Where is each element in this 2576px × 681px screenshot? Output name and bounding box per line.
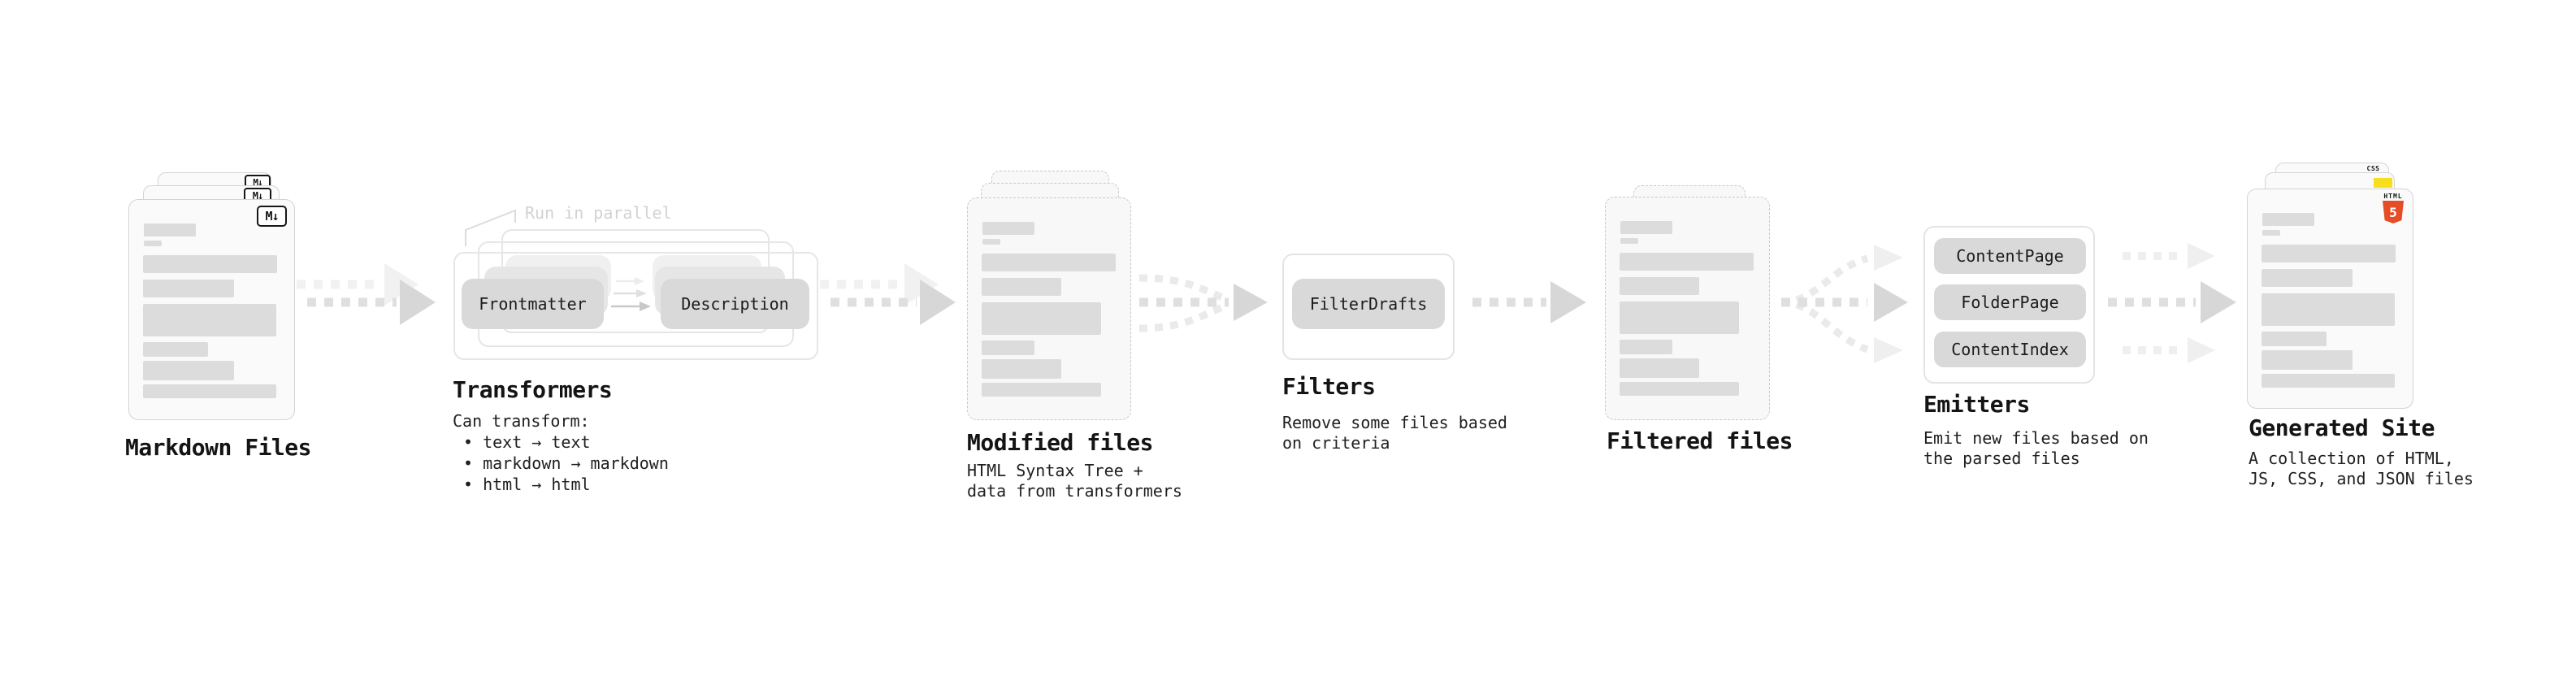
filtered-doc-front: [1605, 197, 1770, 420]
note-line: data from transformers: [967, 481, 1182, 501]
js-badge-icon: [2374, 178, 2392, 188]
text-line-placeholder: [2262, 269, 2353, 287]
generated-site-label: Generated Site: [2249, 414, 2435, 441]
note-line: • text → text: [463, 432, 591, 452]
text-line-placeholder: [982, 359, 1061, 379]
css-badge-text: CSS: [2366, 165, 2380, 172]
note-line: Can transform:: [453, 411, 590, 431]
description-pill: Description: [661, 279, 809, 329]
run-in-parallel-annotation: Run in parallel: [525, 203, 672, 223]
text-line-placeholder: [2262, 374, 2395, 388]
note-line: the parsed files: [1923, 449, 2080, 468]
filtered-files-label: Filtered files: [1607, 427, 1793, 454]
note-line: Emit new files based on: [1923, 428, 2149, 448]
html5-word: HTML: [2383, 193, 2403, 200]
note-line: Remove some files based: [1282, 413, 1507, 432]
text-line-placeholder: [982, 302, 1101, 335]
filterdrafts-pill: FilterDrafts: [1292, 279, 1445, 329]
text-line-placeholder: [1620, 358, 1699, 378]
contentindex-pill: ContentIndex: [1934, 332, 2086, 367]
text-line-placeholder: [1620, 221, 1672, 234]
note-line: HTML Syntax Tree +: [967, 461, 1143, 480]
text-line-placeholder: [982, 278, 1061, 296]
arrow-modified-to-filters: [1138, 274, 1268, 332]
text-line-placeholder: [144, 241, 162, 246]
markdown-files-label: Markdown Files: [125, 434, 312, 461]
text-line-placeholder: [1620, 340, 1672, 354]
transformer-step-arrows: [611, 277, 651, 311]
note-line: JS, CSS, and JSON files: [2249, 469, 2474, 488]
modified-files-label: Modified files: [967, 429, 1154, 456]
arrow-emitters-to-generated: [2108, 243, 2236, 363]
text-line-placeholder: [982, 383, 1101, 397]
text-line-placeholder: [1620, 301, 1739, 334]
text-line-placeholder: [2262, 213, 2314, 226]
text-line-placeholder: [2262, 332, 2327, 346]
html5-shield-icon: HTML 5: [2381, 193, 2405, 223]
text-line-placeholder: [1620, 253, 1754, 271]
text-line-placeholder: [1620, 277, 1699, 295]
generated-site-notes: A collection of HTML, JS, CSS, and JSON …: [2249, 449, 2474, 489]
filters-notes: Remove some files based on criteria: [1282, 413, 1507, 453]
note-line: on criteria: [1282, 433, 1390, 453]
text-line-placeholder: [982, 340, 1034, 355]
arrow-transformers-to-modified: [820, 263, 956, 325]
generated-doc-front: HTML 5: [2247, 189, 2413, 409]
html5-shield: 5: [2383, 201, 2404, 223]
contentpage-pill: ContentPage: [1934, 238, 2086, 274]
html5-number: 5: [2389, 204, 2397, 220]
text-line-placeholder: [143, 304, 276, 336]
transformers-label: Transformers: [453, 376, 613, 403]
transformer-box-front: [453, 252, 818, 360]
text-line-placeholder: [143, 384, 276, 398]
emitters-label: Emitters: [1923, 391, 2030, 418]
text-line-placeholder: [143, 361, 234, 380]
run-in-parallel-leader-line: [465, 209, 516, 246]
arrow-filtered-to-emitters: [1780, 245, 1908, 363]
arrow-markdown-to-transformers: [297, 263, 436, 325]
text-line-placeholder: [143, 342, 208, 357]
text-line-placeholder: [2262, 293, 2395, 326]
note-line: A collection of HTML,: [2249, 449, 2454, 468]
text-line-placeholder: [143, 255, 277, 273]
filters-label: Filters: [1282, 373, 1376, 400]
frontmatter-pill: Frontmatter: [462, 279, 604, 329]
note-line: • html → html: [463, 475, 591, 494]
modified-files-notes: HTML Syntax Tree + data from transformer…: [967, 461, 1182, 501]
markdown-doc-front: M↓: [128, 199, 295, 420]
folderpage-pill: FolderPage: [1934, 284, 2086, 320]
modified-doc-front: [967, 197, 1131, 420]
text-line-placeholder: [982, 222, 1034, 235]
note-line: • markdown → markdown: [463, 453, 669, 473]
text-line-placeholder: [1620, 382, 1739, 396]
arrow-filters-to-filtered: [1472, 281, 1586, 323]
transformers-notes: Can transform: • text → text • markdown …: [453, 410, 669, 495]
text-line-placeholder: [144, 223, 196, 236]
text-line-placeholder: [2262, 245, 2396, 262]
text-line-placeholder: [143, 280, 234, 297]
markdown-badge-icon: M↓: [257, 206, 287, 227]
text-line-placeholder: [2262, 350, 2353, 370]
text-line-placeholder: [982, 239, 1000, 245]
emitters-notes: Emit new files based on the parsed files: [1923, 428, 2149, 469]
text-line-placeholder: [982, 254, 1116, 271]
text-line-placeholder: [2262, 230, 2280, 236]
text-line-placeholder: [1620, 238, 1638, 244]
